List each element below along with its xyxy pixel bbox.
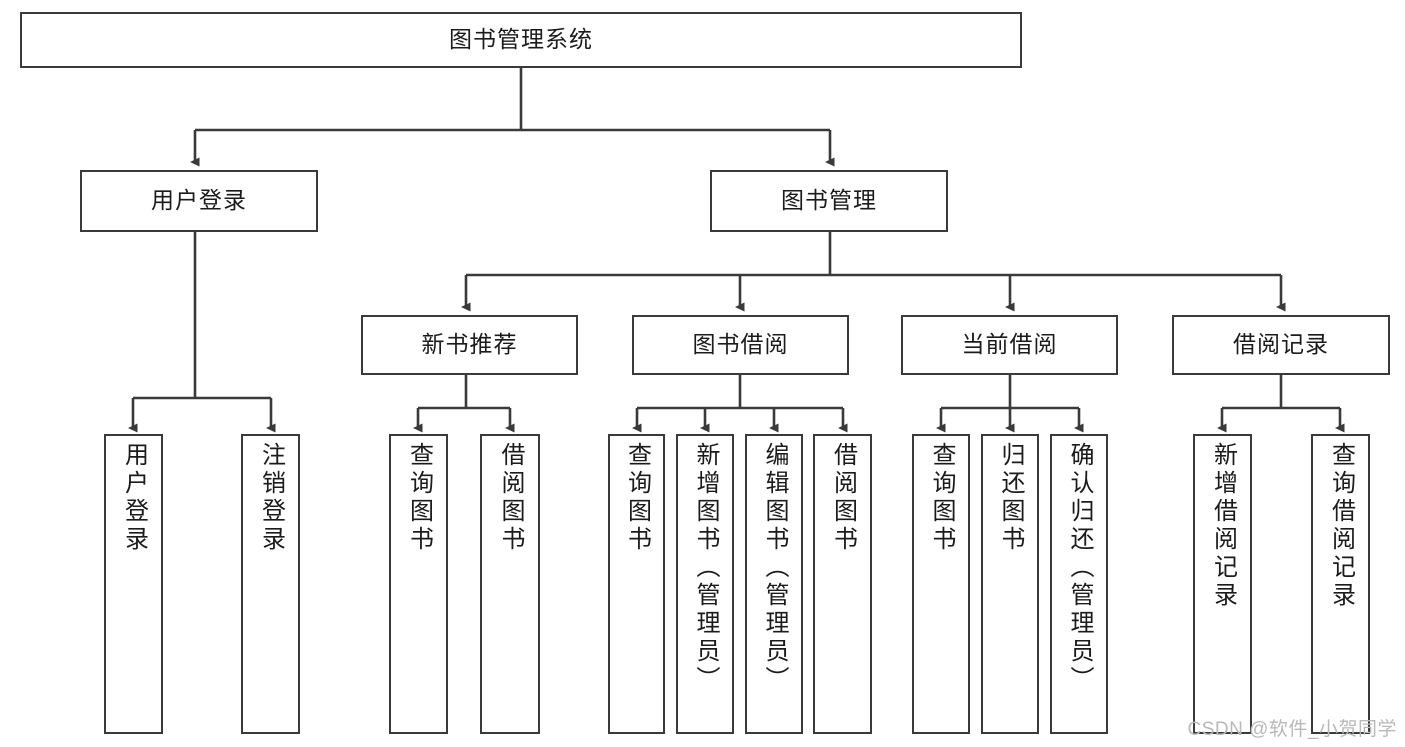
node-label: 查询图书 — [405, 442, 433, 554]
node-label: 用户登录 — [120, 442, 148, 554]
node-root-system[interactable]: 图书管理系统 — [20, 12, 1022, 68]
node-user-login[interactable]: 用户登录 — [80, 170, 318, 232]
node-book-management[interactable]: 图书管理 — [710, 170, 948, 232]
leaf-query-books-current[interactable]: 查询图书 — [912, 434, 970, 734]
leaf-user-login[interactable]: 用户登录 — [104, 434, 163, 734]
leaf-query-books-recommend[interactable]: 查询图书 — [389, 434, 448, 734]
node-label: 借阅图书 — [829, 442, 857, 554]
node-label: 新书推荐 — [421, 331, 518, 358]
leaf-query-books-borrow[interactable]: 查询图书 — [608, 434, 665, 734]
node-current-borrow[interactable]: 当前借阅 — [901, 315, 1118, 375]
node-label: 借阅图书 — [497, 442, 524, 554]
node-label: 图书管理 — [781, 187, 877, 214]
leaf-query-borrow-record[interactable]: 查询借阅记录 — [1311, 434, 1370, 734]
node-label: 图书管理系统 — [449, 26, 593, 53]
leaf-add-borrow-record[interactable]: 新增借阅记录 — [1193, 434, 1252, 734]
node-book-borrow[interactable]: 图书借阅 — [632, 315, 849, 375]
node-label: 借阅记录 — [1233, 331, 1329, 358]
leaf-logout[interactable]: 注销登录 — [241, 434, 300, 734]
node-label: 当前借阅 — [961, 331, 1058, 358]
node-label: 新增借阅记录 — [1209, 442, 1237, 610]
node-label: 用户登录 — [151, 187, 247, 214]
leaf-borrow-books[interactable]: 借阅图书 — [813, 434, 872, 734]
node-new-book-recommend[interactable]: 新书推荐 — [361, 315, 578, 375]
node-label: 归还图书 — [997, 442, 1024, 554]
leaf-return-books[interactable]: 归还图书 — [981, 434, 1039, 734]
node-borrow-records[interactable]: 借阅记录 — [1172, 315, 1390, 375]
leaf-edit-book-admin[interactable]: 编辑图书（管理员） — [745, 434, 803, 734]
node-label: 查询借阅记录 — [1327, 442, 1355, 610]
node-label: 图书借阅 — [692, 331, 789, 358]
leaf-confirm-return-admin[interactable]: 确认归还（管理员） — [1050, 434, 1108, 734]
node-label: 注销登录 — [257, 442, 285, 554]
node-label: 确认归还（管理员） — [1066, 442, 1093, 694]
watermark-text: CSDN @软件_小贺同学 — [1187, 719, 1397, 740]
node-label: 查询图书 — [623, 442, 651, 554]
leaf-add-book-admin[interactable]: 新增图书（管理员） — [676, 434, 734, 734]
node-label: 编辑图书（管理员） — [761, 442, 788, 694]
leaf-borrow-books-recommend[interactable]: 借阅图书 — [480, 434, 540, 734]
node-label: 新增图书（管理员） — [692, 442, 719, 694]
node-label: 查询图书 — [928, 442, 955, 554]
